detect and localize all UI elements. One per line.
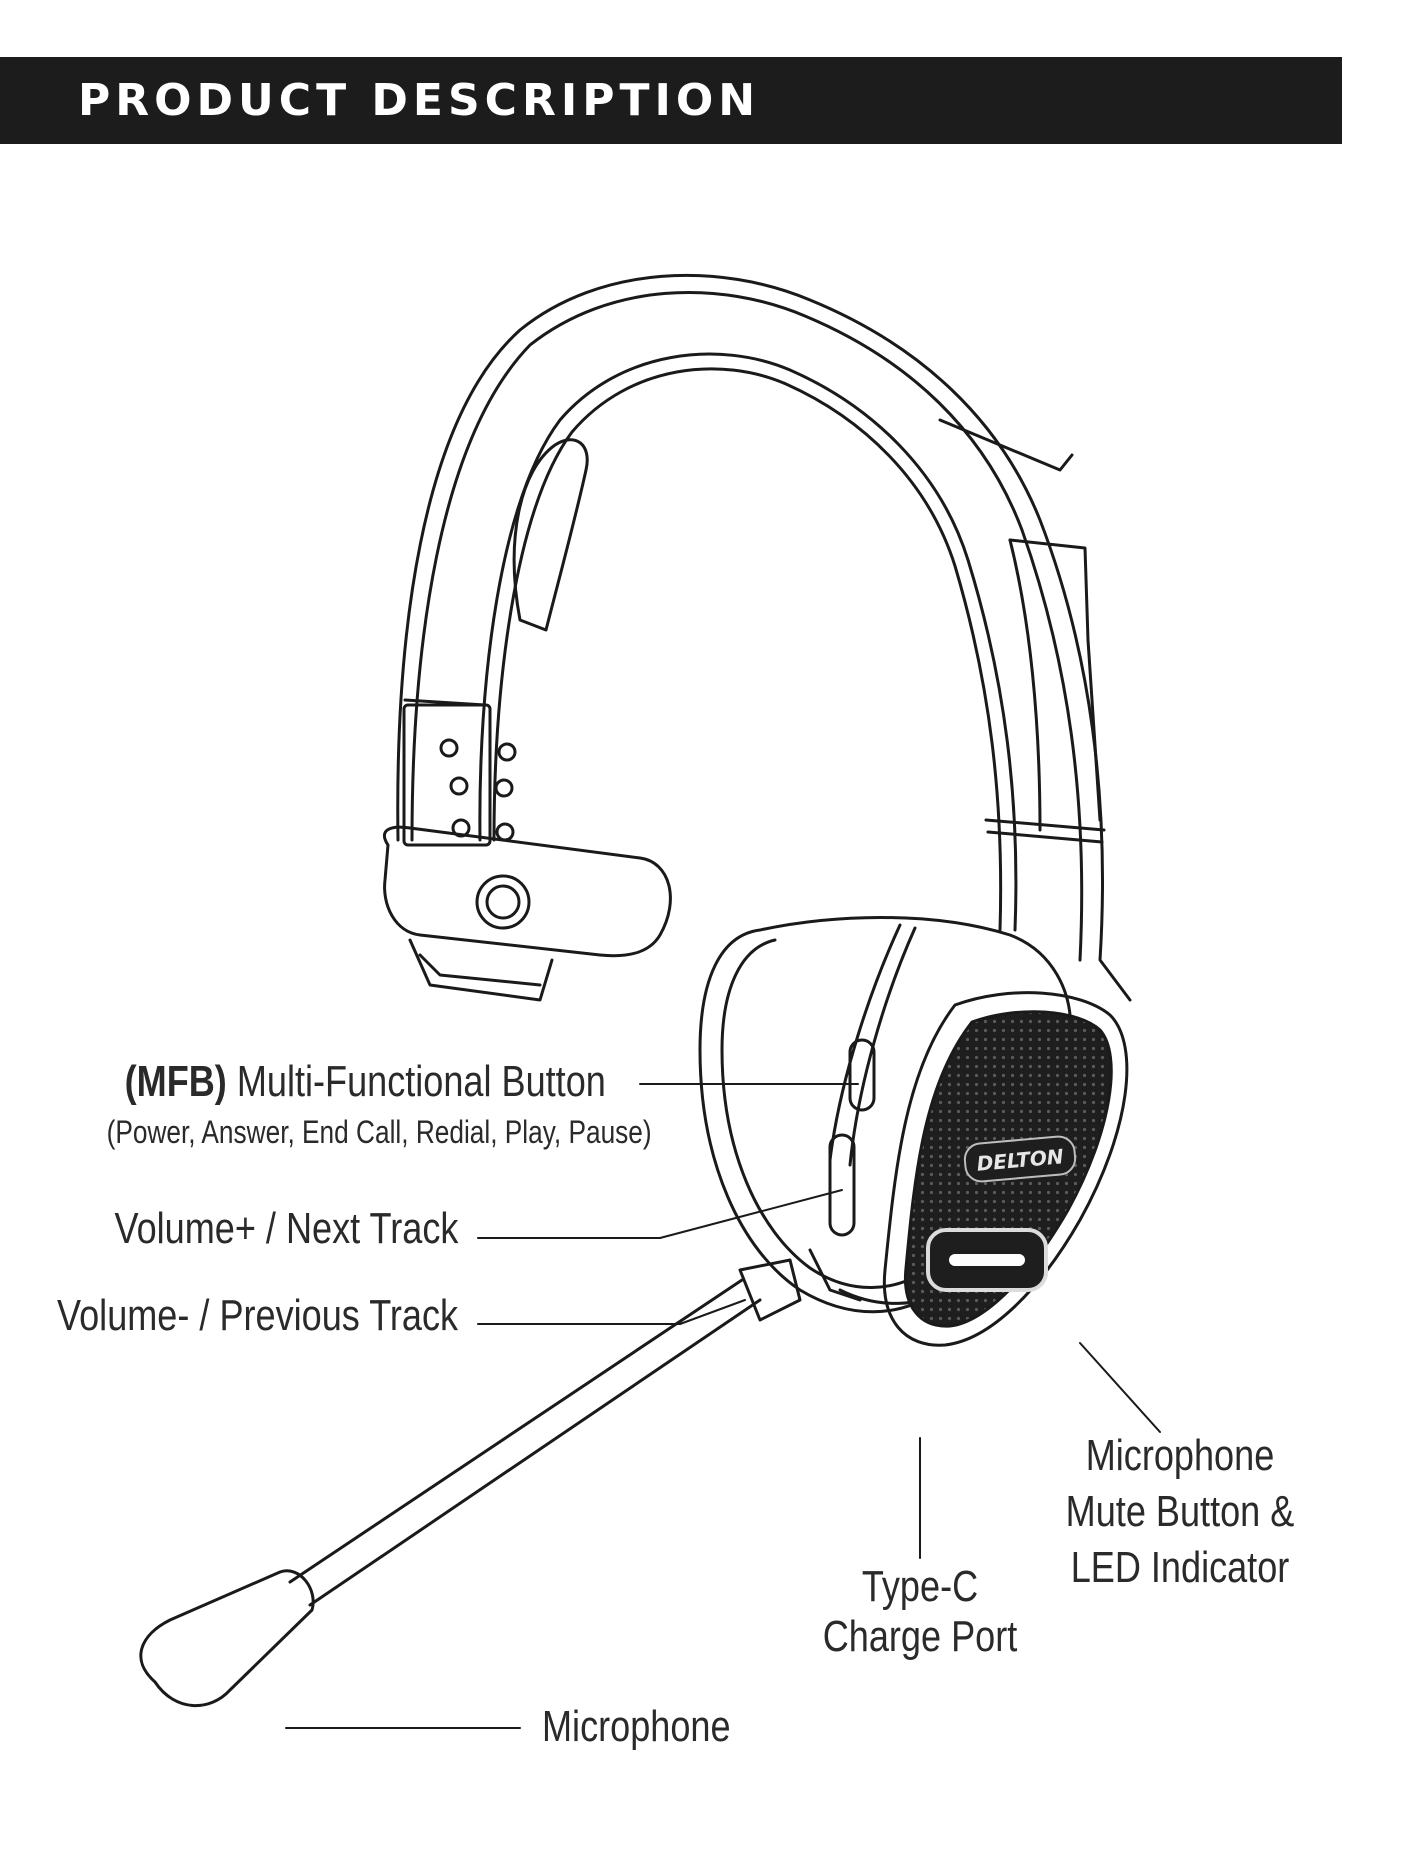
type-c-line1: Type-C [822,1562,1019,1612]
type-c-label: Type-C Charge Port [822,1562,1019,1662]
mfb-functions-label: (Power, Answer, End Call, Redial, Play, … [107,1113,652,1151]
headband [398,275,1130,1000]
microphone-label: Microphone [542,1702,731,1752]
temple-pad [384,827,670,1000]
mfb-name: Multi-Functional Button [237,1057,606,1106]
mute-line1: Microphone [1057,1428,1303,1484]
volume-up-label: Volume+ / Next Track [114,1204,458,1254]
mfb-label: (MFB) Multi-Functional Button [125,1057,606,1107]
mute-line3: LED Indicator [1057,1540,1303,1596]
mfb-abbr: (MFB) [125,1057,227,1106]
volume-down-label: Volume- / Previous Track [57,1291,458,1341]
mute-line2: Mute Button & [1057,1484,1303,1540]
type-c-line2: Charge Port [822,1612,1019,1662]
mute-label: Microphone Mute Button & LED Indicator [1057,1428,1303,1596]
